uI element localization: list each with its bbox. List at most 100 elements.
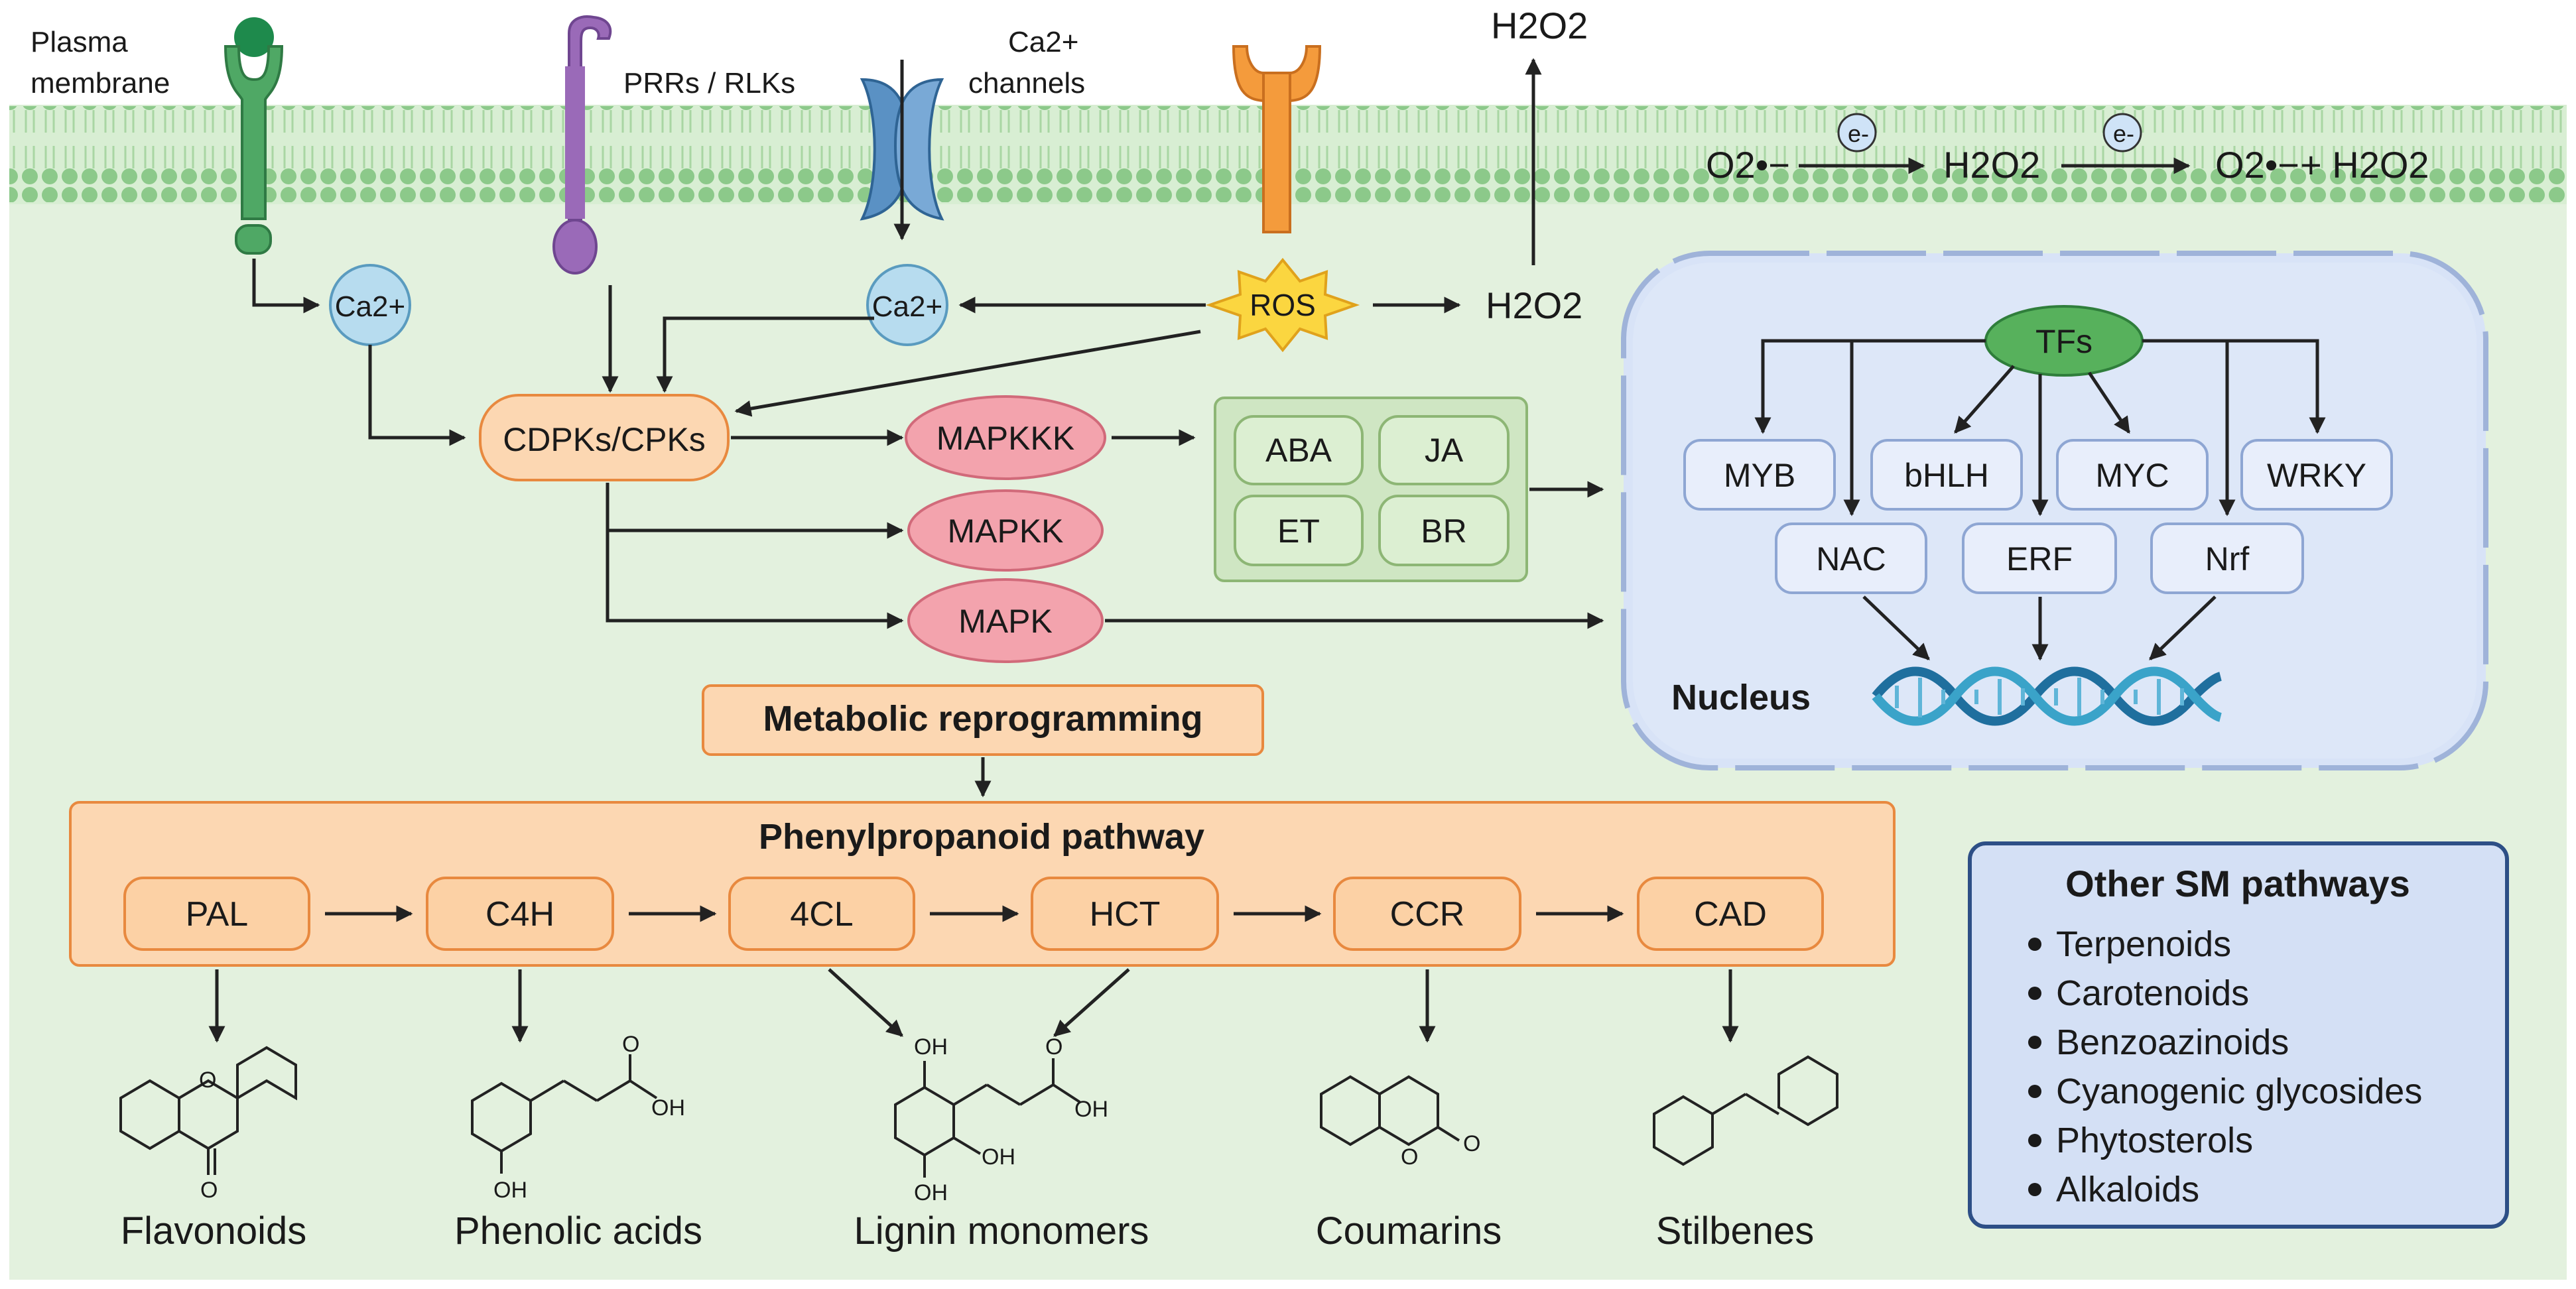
enzyme-cad [1637, 877, 1824, 951]
electron-icon-2 [2102, 113, 2142, 153]
enzyme-hct [1031, 877, 1219, 951]
nucleus-label: Nucleus [1671, 678, 1811, 717]
phenolic-acid-oh: OH [651, 1095, 685, 1121]
other-sm-item: Alkaloids [2056, 1170, 2199, 1209]
lignin-monomer-structure-icon [894, 1058, 1081, 1178]
enzyme-hct-label: HCT [1090, 895, 1161, 934]
metabolic-reprogramming-label: Metabolic reprogramming [763, 699, 1202, 739]
enzyme-ccr [1333, 877, 1521, 951]
dna-helix-icon [1872, 666, 2222, 726]
product-stilbenes: Stilbenes [1656, 1209, 1815, 1253]
ca-channels-label-2: channels [968, 67, 1085, 99]
enzyme-ccr-label: CCR [1390, 895, 1465, 934]
mapkkk-node [905, 395, 1106, 480]
tfs-label: TFs [2035, 323, 2093, 360]
orange-receptor-icon [1232, 45, 1322, 233]
other-sm-item: Cyanogenic glycosides [2056, 1072, 2422, 1111]
hormone-br-label: BR [1421, 513, 1466, 550]
ros-label: ROS [1250, 288, 1316, 322]
flavonoid-structure-icon [119, 1046, 297, 1175]
tf-wrky-label: WRKY [2267, 457, 2366, 494]
other-sm-pathways-box [1968, 841, 2509, 1229]
tf-myb-label: MYB [1724, 457, 1795, 494]
phenylpropanoid-pathway-label: Phenylpropanoid pathway [759, 817, 1204, 857]
lignin-oh-right: OH [1074, 1097, 1108, 1122]
other-sm-item: Phytosterols [2056, 1121, 2253, 1160]
hormone-aba [1234, 415, 1364, 485]
nucleus [1621, 251, 2488, 770]
lignin-oh-bottom: OH [914, 1180, 948, 1205]
enzyme-c4h [426, 877, 614, 951]
coumarin-o: O [1401, 1144, 1418, 1170]
green-receptor-icon [224, 17, 284, 255]
enzyme-pal [123, 877, 310, 951]
coumarin-o-2: O [1463, 1131, 1480, 1156]
other-sm-item: Terpenoids [2056, 924, 2231, 964]
enzyme-pal-label: PAL [186, 895, 248, 934]
mapkkk-label: MAPKKK [936, 420, 1074, 457]
tf-nrf-label: Nrf [2205, 540, 2250, 578]
phenolic-acid-o: O [622, 1032, 639, 1057]
mapkk-node [907, 489, 1104, 572]
product-phenolic-acids: Phenolic acids [454, 1209, 702, 1253]
ros-burst-icon [1205, 257, 1360, 353]
ca-ion-left-label: Ca2+ [335, 290, 405, 323]
tf-nac [1775, 522, 1927, 594]
flavonoid-o-2: O [200, 1178, 218, 1203]
h2o2-right: H2O2 [1486, 284, 1582, 326]
hormone-ja [1378, 415, 1510, 485]
hormone-et [1234, 495, 1364, 566]
tf-bhlh [1870, 439, 2023, 511]
plasma-membrane-label-2: membrane [31, 67, 170, 99]
ca-channel-icon [860, 60, 944, 241]
ca-ion-mid-label: Ca2+ [872, 290, 942, 323]
lignin-oh-mid: OH [982, 1144, 1015, 1170]
enzyme-4cl-label: 4CL [790, 895, 853, 934]
product-coumarins: Coumarins [1316, 1209, 1502, 1253]
electron-1: e- [1848, 120, 1869, 147]
h2o2-mid: H2O2 [1943, 144, 2040, 186]
enzyme-4cl [728, 877, 915, 951]
mapk-label: MAPK [958, 603, 1053, 640]
other-sm-item: Benzoazinoids [2056, 1022, 2289, 1062]
tf-bhlh-label: bHLH [1904, 457, 1989, 494]
ca-channels-label: Ca2+ [1008, 26, 1078, 58]
tf-nac-label: NAC [1816, 540, 1886, 578]
tf-erf-label: ERF [2006, 540, 2073, 578]
hormone-br [1378, 495, 1510, 566]
enzyme-c4h-label: C4H [485, 895, 554, 934]
enzyme-cad-label: CAD [1694, 895, 1767, 934]
prrs-label: PRRs / RLKs [623, 67, 795, 99]
tf-myc-label: MYC [2095, 457, 2169, 494]
tf-erf [1962, 522, 2117, 594]
phenolic-acid-structure-icon [471, 1054, 658, 1174]
other-sm-item: Carotenoids [2056, 973, 2249, 1013]
hormone-ja-label: JA [1425, 432, 1464, 469]
h2o2-top: H2O2 [1491, 5, 1588, 46]
cdpks-node [479, 394, 730, 481]
tf-nrf [2150, 522, 2304, 594]
hormone-et-label: ET [1277, 513, 1320, 550]
electron-icon-1 [1837, 113, 1877, 153]
plasma-membrane-label: Plasma [31, 26, 128, 58]
product-flavonoids: Flavonoids [121, 1209, 306, 1253]
stilbene-structure-icon [1653, 1055, 1838, 1166]
plus-h2o2: + H2O2 [2300, 144, 2429, 186]
prr-receptor-icon [552, 15, 612, 275]
ca-ion-mid [866, 264, 948, 346]
phenolic-acid-oh-2: OH [493, 1178, 527, 1203]
other-sm-list: Terpenoids Carotenoids Benzoazinoids Cya… [2028, 924, 2422, 1209]
other-sm-title: Other SM pathways [2065, 863, 2410, 904]
product-lignin-monomers: Lignin monomers [854, 1209, 1149, 1253]
lignin-oh-top: OH [914, 1034, 948, 1060]
tf-wrky [2240, 439, 2393, 511]
o2-radical-1: O2•− [1706, 144, 1790, 186]
cdpks-label: CDPKs/CPKs [503, 421, 706, 458]
tf-myb [1683, 439, 1836, 511]
metabolic-reprogramming-box [702, 684, 1264, 756]
coumarin-structure-icon [1320, 1075, 1460, 1146]
flavonoid-o-1: O [199, 1068, 216, 1093]
electron-2: e- [2113, 120, 2134, 147]
lignin-o: O [1045, 1034, 1063, 1060]
